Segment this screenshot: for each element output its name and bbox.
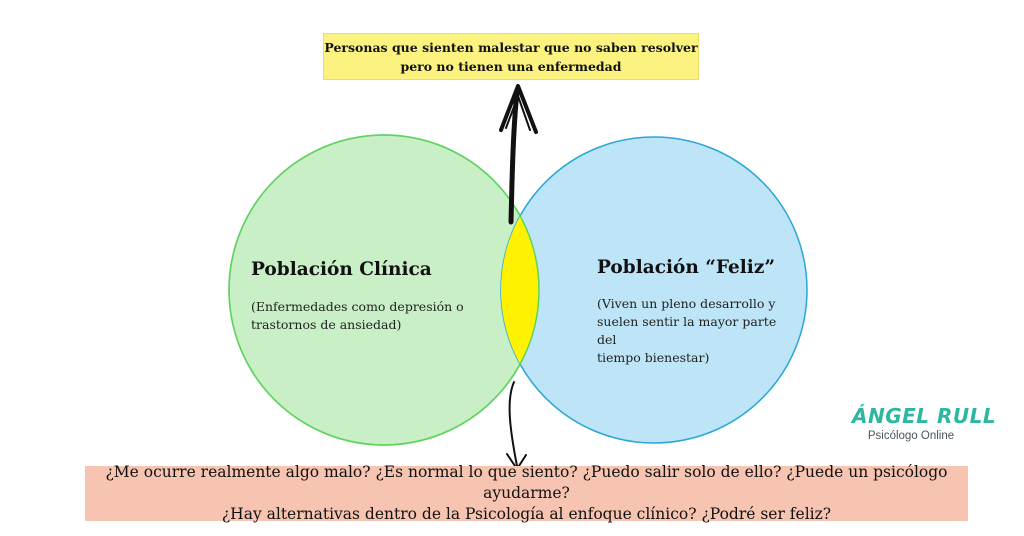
left-desc-line-2: trastornos de ansiedad) xyxy=(251,317,402,332)
left-circle-outline-overlap xyxy=(228,134,540,446)
logo-subtitle: Psicólogo Online xyxy=(867,430,955,442)
right-desc-line-1: (Viven un pleno desarrollo y xyxy=(597,296,776,311)
right-desc-line-3: tiempo bienestar) xyxy=(597,350,710,365)
logo: ÁNGEL RULL Psicólogo Online xyxy=(852,404,997,442)
left-circle-title: Población Clínica xyxy=(251,259,432,280)
left-circle xyxy=(228,134,540,446)
up-arrow xyxy=(499,84,538,225)
down-arrow xyxy=(506,381,527,470)
top-note-line-1: Personas que sienten malestar que no sab… xyxy=(324,39,698,55)
right-desc-line-2: suelen sentir la mayor parte del xyxy=(597,314,777,347)
top-note-box: Personas que sienten malestar que no sab… xyxy=(323,33,699,80)
right-circle-description: (Viven un pleno desarrollo y suelen sent… xyxy=(597,295,797,367)
right-circle xyxy=(500,136,808,444)
bottom-line-1: ¿Me ocurre realmente algo malo? ¿Es norm… xyxy=(105,463,948,502)
top-note-line-2: pero no tienen una enfermedad xyxy=(400,58,622,74)
left-circle-description: (Enfermedades como depresión o trastorno… xyxy=(251,298,471,334)
right-circle-title: Población “Feliz” xyxy=(597,257,775,278)
left-desc-line-1: (Enfermedades como depresión o xyxy=(251,299,464,314)
logo-name: ÁNGEL RULL xyxy=(852,404,997,428)
bottom-line-2: ¿Hay alternativas dentro de la Psicologí… xyxy=(221,505,832,523)
bottom-questions-box: ¿Me ocurre realmente algo malo? ¿Es norm… xyxy=(85,463,968,523)
